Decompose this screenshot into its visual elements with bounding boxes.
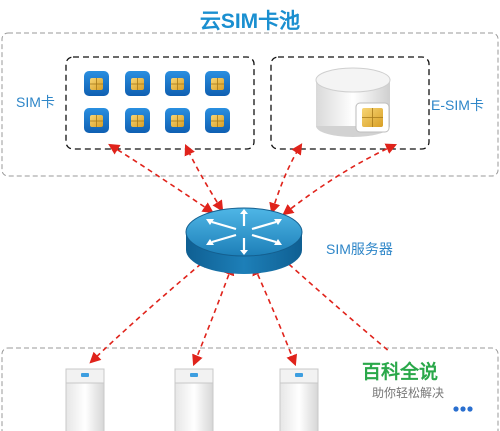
sim-card-label: SIM卡	[16, 94, 55, 110]
sim-card-icon	[125, 108, 150, 133]
pool-title: 云SIM卡池	[199, 10, 301, 33]
sim-card-icon	[205, 71, 230, 96]
sim-card-icon	[165, 71, 190, 96]
terminal-device-icon	[279, 368, 319, 431]
sim-server-label: SIM服务器	[326, 241, 393, 257]
sim-card-icon	[125, 71, 150, 96]
watermark-title: 百科全说	[362, 361, 439, 383]
connection-arrows	[89, 143, 398, 367]
sim-server-router-icon	[185, 207, 303, 274]
sim-card-icon	[84, 71, 109, 96]
sim-card-icons	[84, 71, 230, 133]
terminal-devices	[65, 368, 319, 431]
sim-card-icon	[165, 108, 190, 133]
sim-card-icon	[84, 108, 109, 133]
terminal-group-box	[1, 347, 499, 431]
esim-device-icon	[315, 67, 391, 137]
terminal-device-icon	[174, 368, 214, 431]
terminal-device-icon	[65, 368, 105, 431]
sim-card-group-box	[65, 56, 255, 150]
sim-card-icon	[205, 108, 230, 133]
watermark-subtitle: 助你轻松解决	[372, 386, 445, 400]
sim-pool-box	[1, 32, 499, 177]
watermark-logo	[352, 352, 473, 412]
esim-label: E-SIM卡	[431, 97, 484, 113]
